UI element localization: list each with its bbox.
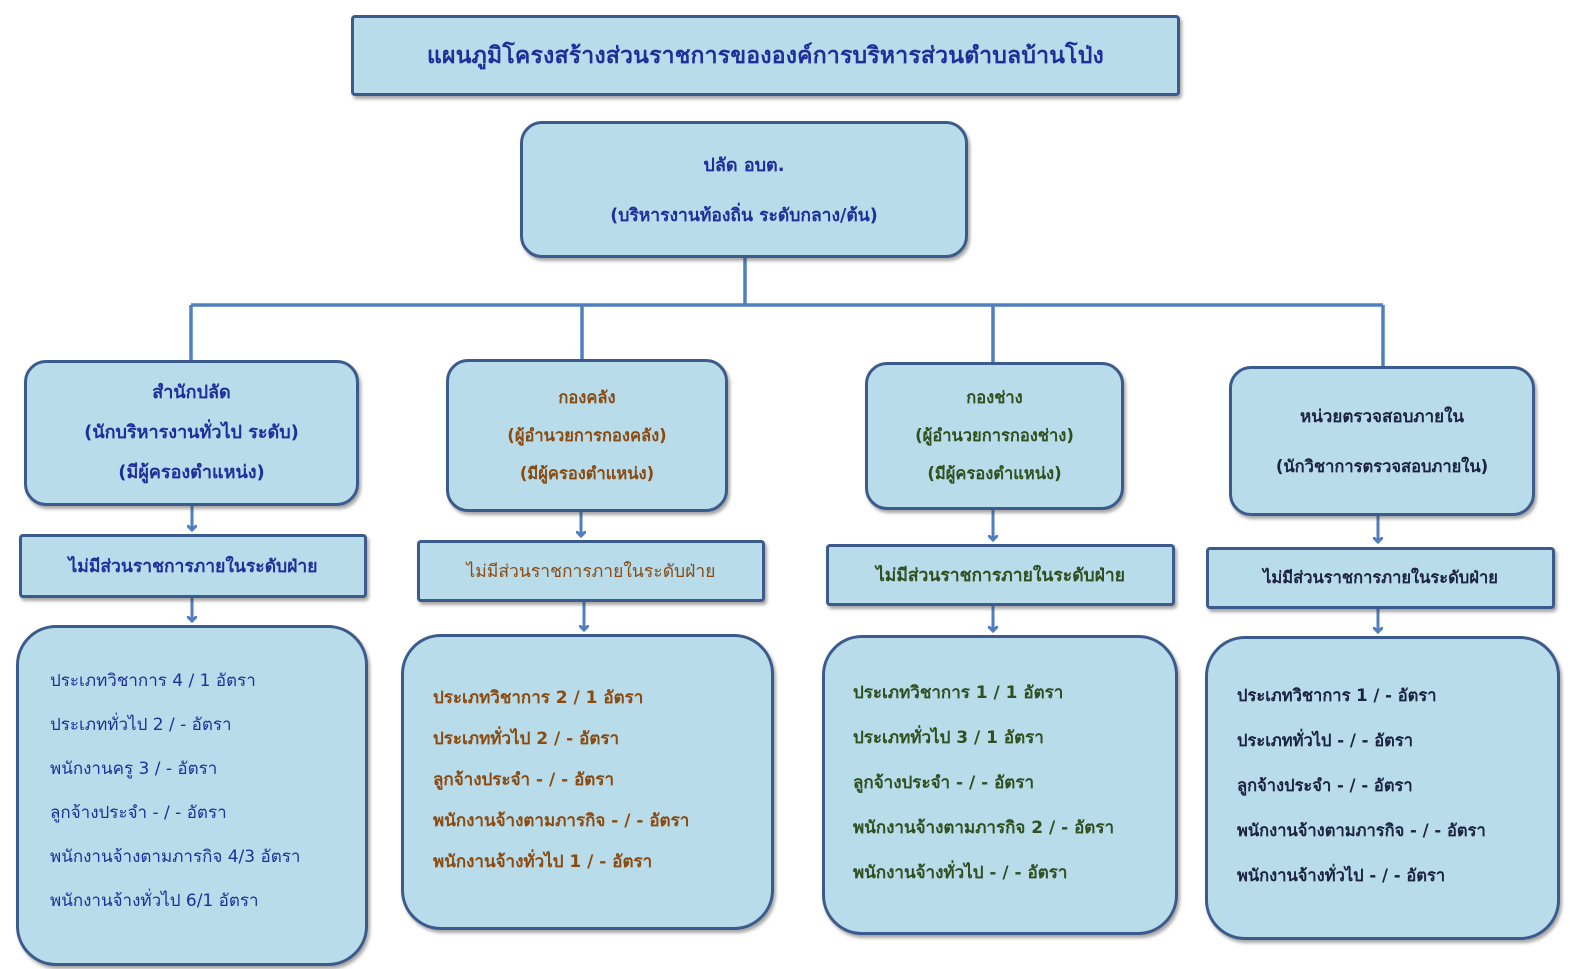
division-box-2: ไม่มีส่วนราชการภายในระดับฝ่าย [417,540,765,602]
staff-list-1: ประเภทวิชาการ 4 / 1 อัตรา ประเภททั่วไป 2… [50,668,365,914]
department-2-position: (ผู้อำนวยการกองคลัง) [507,425,667,445]
staff-box-4 [1205,636,1560,940]
staff-list-3: ประเภทวิชาการ 1 / 1 อัตรา ประเภททั่วไป 3… [853,679,1173,887]
staff-list-4: ประเภทวิชาการ 1 / - อัตรา ประเภททั่วไป -… [1237,682,1557,890]
department-4-name: หน่วยตรวจสอบภายใน [1299,406,1465,427]
staff-row: ลูกจ้างประจำ - / - อัตรา [853,773,1034,793]
staff-row: พนักงานจ้างตามภารกิจ - / - อัตรา [433,811,690,831]
staff-row: พนักงานจ้างทั่วไป - / - อัตรา [1237,866,1446,885]
department-box-4: หน่วยตรวจสอบภายใน (นักวิชาการตรวจสอบภายใ… [1229,366,1535,516]
staff-row: ประเภททั่วไป 2 / - อัตรา [433,729,620,749]
staff-box-3 [822,635,1178,935]
staff-row: ประเภททั่วไป 2 / - อัตรา [50,715,232,735]
department-box-2: กองคลัง (ผู้อำนวยการกองคลัง) (มีผู้ครองต… [446,359,728,512]
staff-row: ลูกจ้างประจำ - / - อัตรา [50,803,227,823]
staff-row: ประเภทวิชาการ 4 / 1 อัตรา [50,671,256,691]
department-3-name: กองช่าง [966,388,1023,407]
department-3-status: (มีผู้ครองตำแหน่ง) [927,464,1062,483]
root-title: ปลัด อบต. [703,155,785,176]
staff-row: พนักงานจ้างทั่วไป - / - อัตรา [853,863,1068,883]
staff-row: ประเภทวิชาการ 1 / 1 อัตรา [853,683,1064,703]
department-2-status: (มีผู้ครองตำแหน่ง) [519,463,655,483]
chart-title: แผนภูมิโครงสร้างส่วนราชการขององค์การบริห… [427,42,1104,69]
department-4-position: (นักวิชาการตรวจสอบภายใน) [1275,456,1489,476]
staff-box-1 [16,625,368,966]
division-4-label: ไม่มีส่วนราชการภายในระดับฝ่าย [1263,568,1498,587]
division-3-label: ไม่มีส่วนราชการภายในระดับฝ่าย [876,566,1125,586]
staff-row: ประเภทวิชาการ 2 / 1 อัตรา [433,688,644,708]
department-1-status: (มีผู้ครองตำแหน่ง) [118,462,265,483]
chart-title-box: แผนภูมิโครงสร้างส่วนราชการขององค์การบริห… [351,15,1180,96]
department-box-1: สำนักปลัด (นักบริหารงานทั่วไป ระดับ) (มี… [24,360,359,506]
staff-row: ลูกจ้างประจำ - / - อัตรา [433,770,614,790]
department-3-position: (ผู้อำนวยการกองช่าง) [915,426,1074,445]
staff-row: ประเภทวิชาการ 1 / - อัตรา [1237,686,1437,705]
division-box-1: ไม่มีส่วนราชการภายในระดับฝ่าย [19,534,367,598]
staff-row: ประเภททั่วไป - / - อัตรา [1237,731,1413,750]
division-box-4: ไม่มีส่วนราชการภายในระดับฝ่าย [1206,547,1555,609]
department-1-position: (นักบริหารงานทั่วไป ระดับ) [84,422,299,443]
division-box-3: ไม่มีส่วนราชการภายในระดับฝ่าย [826,544,1175,606]
division-2-label: ไม่มีส่วนราชการภายในระดับฝ่าย [466,562,716,582]
staff-row: พนักงานครู 3 / - อัตรา [50,759,218,779]
staff-row: พนักงานจ้างตามภารกิจ 4/3 อัตรา [50,847,301,867]
staff-row: ลูกจ้างประจำ - / - อัตรา [1237,776,1413,795]
staff-row: ประเภททั่วไป 3 / 1 อัตรา [853,728,1044,748]
staff-row: พนักงานจ้างทั่วไป 1 / - อัตรา [433,852,653,872]
department-2-name: กองคลัง [558,387,616,407]
staff-box-2 [401,634,774,930]
staff-row: พนักงานจ้างตามภารกิจ - / - อัตรา [1237,821,1486,840]
department-box-3: กองช่าง (ผู้อำนวยการกองช่าง) (มีผู้ครองต… [865,362,1124,510]
staff-list-2: ประเภทวิชาการ 2 / 1 อัตรา ประเภททั่วไป 2… [433,685,768,876]
staff-row: พนักงานจ้างทั่วไป 6/1 อัตรา [50,891,259,911]
root-node-chief-administrator: ปลัด อบต. (บริหารงานท้องถิ่น ระดับกลาง/ต… [520,121,968,258]
staff-row: พนักงานจ้างตามภารกิจ 2 / - อัตรา [853,818,1115,838]
division-1-label: ไม่มีส่วนราชการภายในระดับฝ่าย [68,557,318,577]
root-subtitle: (บริหารงานท้องถิ่น ระดับกลาง/ต้น) [610,206,878,226]
department-1-name: สำนักปลัด [152,382,231,403]
